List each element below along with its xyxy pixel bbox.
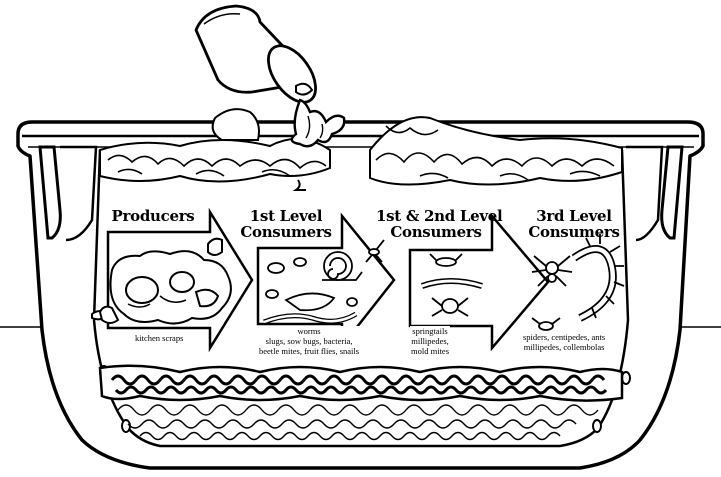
stage-title-producers: Producers [108,208,198,224]
stage-title-line: Consumers [524,224,624,240]
stage-caption-line: slugs, sow bugs, bacteria, [259,336,359,346]
stage-caption-line: springtails [411,326,449,336]
stage-title-first-level: 1st Level Consumers [236,208,336,240]
stage-caption-line: spiders, centipedes, ants [523,332,605,342]
stage-caption-line: worms [259,326,359,336]
stage-caption-line: millipedes, collembolas [523,342,605,352]
stage-title-line: 1st & 2nd Level [376,208,496,224]
stage-caption-first-level: worms slugs, sow bugs, bacteria, beetle … [258,326,360,356]
stage-title-first-second-level: 1st & 2nd Level Consumers [376,208,496,240]
stage-caption-third-level: spiders, centipedes, ants millipedes, co… [522,332,606,352]
stage-title-line: 3rd Level [524,208,624,224]
stage-title-line: Producers [108,208,198,224]
stage-caption-line: kitchen scraps [135,333,183,343]
stage-caption-first-second-level: springtails millipedes, mold mites [410,326,450,356]
stage-title-third-level: 3rd Level Consumers [524,208,624,240]
stage-caption-producers: kitchen scraps [134,333,184,343]
stage-title-line: Consumers [236,224,336,240]
stage-title-line: 1st Level [236,208,336,224]
stage-caption-line: beetle mites, fruit flies, snails [259,346,359,356]
stage-caption-line: mold mites [411,346,449,356]
stage-caption-line: millipedes, [411,336,449,346]
stage-title-line: Consumers [376,224,496,240]
